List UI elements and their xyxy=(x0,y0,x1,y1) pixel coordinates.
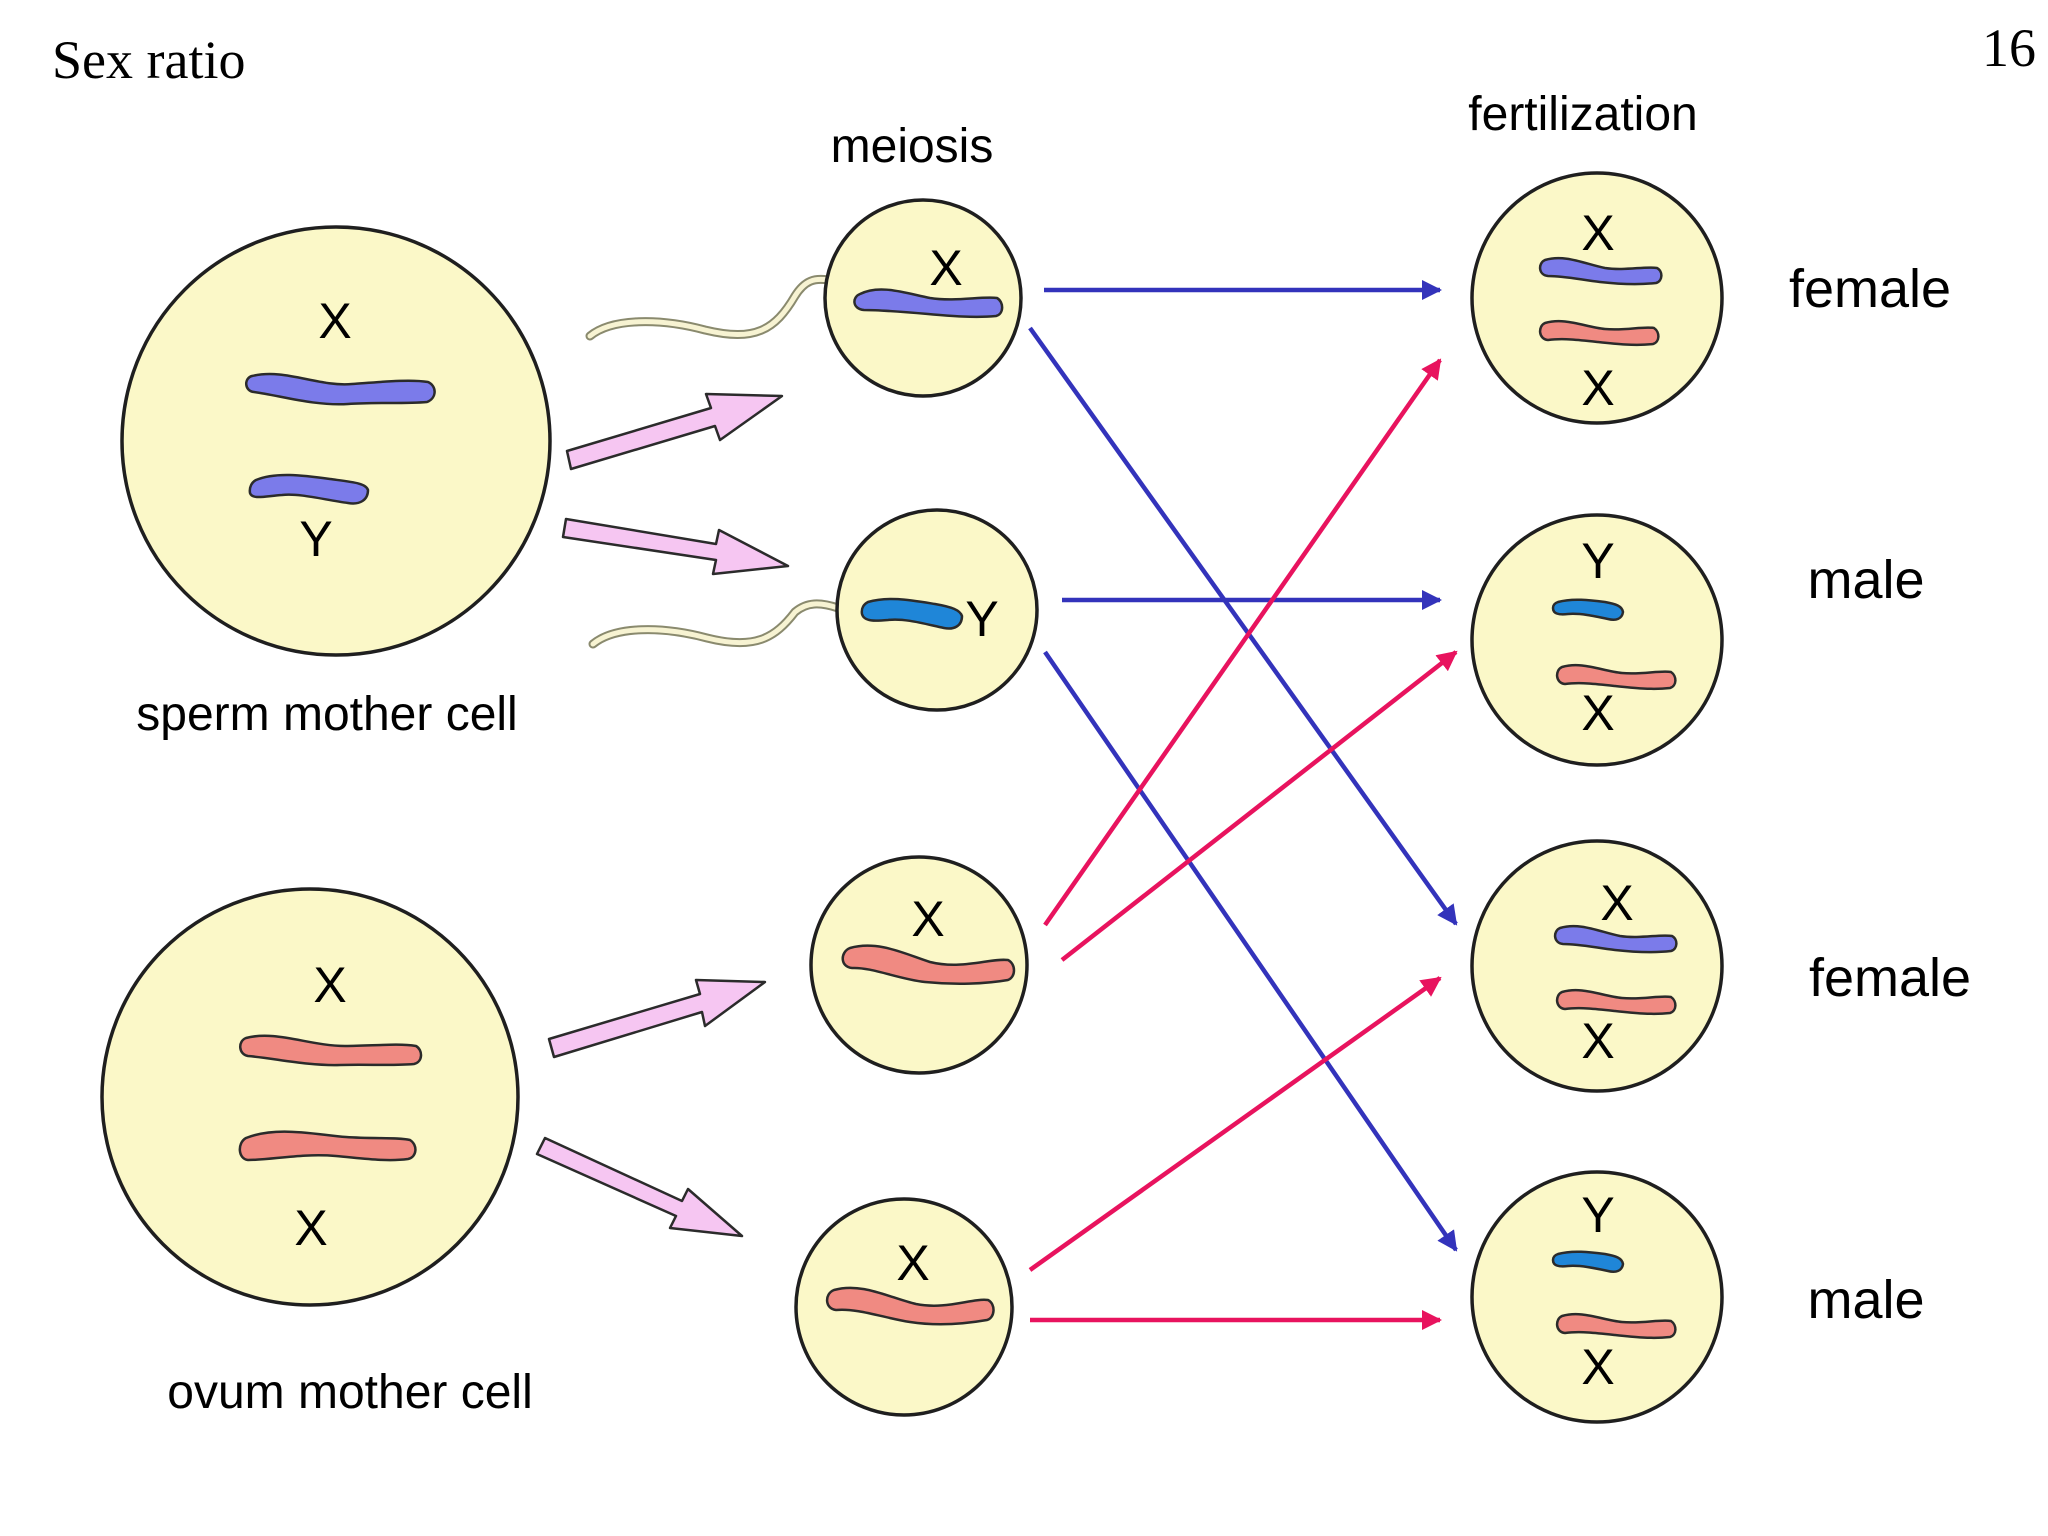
chromosome-label: X xyxy=(1581,205,1614,261)
fertilization-heading: fertilization xyxy=(1468,88,1697,141)
x-chromosome xyxy=(1555,988,1677,1016)
meiosis-arrow xyxy=(535,1136,744,1238)
chromosome-label: X xyxy=(1581,1013,1614,1069)
y-chromosome xyxy=(248,473,370,505)
meiosis-arrows xyxy=(535,392,790,1238)
meiosis-heading: meiosis xyxy=(831,120,994,173)
chromosome-label: X xyxy=(1600,875,1633,931)
page-number: 16 xyxy=(1982,18,2036,78)
x-chromosome xyxy=(1538,256,1663,286)
fertilization-arrows xyxy=(1028,279,1458,1331)
chromosome-label: X xyxy=(929,240,962,296)
chromosome-label: X xyxy=(1581,360,1614,416)
zygote: Y X xyxy=(1470,513,1724,767)
sperm-mother-cell: X Y sperm mother cell xyxy=(120,225,552,741)
zygote: Y X xyxy=(1470,1170,1724,1424)
chromosome-label: X xyxy=(911,891,944,947)
zygote: X X xyxy=(1470,839,1724,1093)
sperm-arrow xyxy=(1043,650,1458,1252)
egg-arrow xyxy=(1060,650,1458,962)
ovum-mother-cell: X X ovum mother cell xyxy=(100,887,533,1419)
y-chromosome xyxy=(1551,1250,1625,1273)
sperm-y: Y xyxy=(588,508,1039,712)
zygote-result-label: male xyxy=(1807,550,1924,610)
chromosome-label: X xyxy=(294,1200,327,1256)
zygote-result-label: female xyxy=(1789,259,1951,319)
x-chromosome xyxy=(1555,1312,1677,1340)
x-chromosome xyxy=(825,1286,995,1326)
x-chromosome xyxy=(238,1130,417,1162)
x-chromosome xyxy=(841,944,1016,985)
x-chromosome xyxy=(1555,663,1677,691)
egg-arrow xyxy=(1043,358,1442,927)
x-chromosome xyxy=(239,1034,423,1067)
egg-arrow xyxy=(1028,976,1442,1272)
y-chromosome xyxy=(860,597,964,630)
chromosome-label: Y xyxy=(1581,533,1614,589)
zygote-result-label: male xyxy=(1807,1270,1924,1330)
chromosome-label: X xyxy=(1581,1339,1614,1395)
sperm-mother-cell-label: sperm mother cell xyxy=(136,688,517,741)
meiosis-arrow xyxy=(565,392,784,471)
meiosis-arrow xyxy=(561,517,790,576)
chromosome-label: X xyxy=(1581,685,1614,741)
chromosome-label: X xyxy=(318,293,351,349)
sperm-arrow xyxy=(1028,326,1458,926)
zygote-result-label: female xyxy=(1809,948,1971,1008)
slide-title: Sex ratio xyxy=(52,30,245,90)
chromosome-label: Y xyxy=(299,511,332,567)
chromosome-label: Y xyxy=(1581,1187,1614,1243)
x-chromosome xyxy=(1538,319,1660,347)
chromosome-label: X xyxy=(313,957,346,1013)
chromosome-label: X xyxy=(896,1235,929,1291)
y-chromosome xyxy=(1551,598,1625,621)
egg-x: X xyxy=(809,855,1029,1075)
x-chromosome xyxy=(853,288,1004,319)
meiosis-arrow xyxy=(547,978,767,1059)
x-chromosome xyxy=(1553,924,1678,954)
zygote: X X xyxy=(1470,171,1724,425)
egg-x: X xyxy=(794,1197,1014,1417)
ovum-mother-cell-label: ovum mother cell xyxy=(167,1366,532,1419)
x-chromosome xyxy=(245,372,436,406)
sperm-x: X xyxy=(585,198,1023,398)
chromosome-label: Y xyxy=(965,591,998,647)
